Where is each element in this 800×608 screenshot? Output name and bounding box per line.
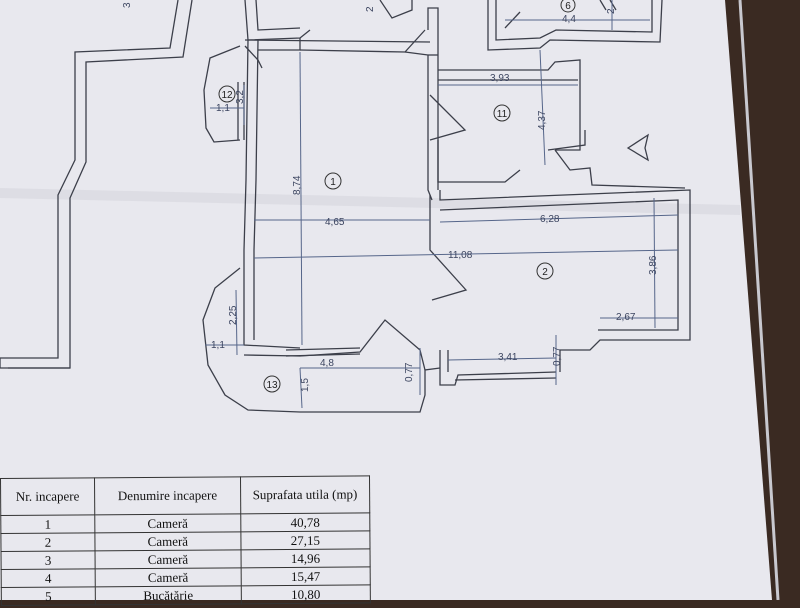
dim-0-77-left: 0,77 [404, 362, 415, 382]
dim-3-41: 3,41 [498, 352, 518, 363]
cell-room-number: 4 [1, 568, 96, 588]
dim-3-2: 3,2 [235, 90, 246, 104]
cell-room-name: Cameră [94, 549, 241, 569]
dim-1-1-left: 1,1 [211, 340, 225, 351]
dim-11-08: 11,08 [448, 250, 473, 261]
cell-room-name: Cameră [95, 567, 242, 587]
dim-3-86: 3,86 [648, 255, 659, 275]
cell-usable-area: 15,47 [240, 566, 371, 586]
room-number-11: 11 [497, 109, 508, 120]
room-6-outline [487, 0, 663, 51]
left-wall-outline [0, 0, 179, 368]
room-label-2-circle [536, 262, 554, 280]
room-2-outline [439, 189, 691, 351]
paper-fold-shadow [0, 188, 740, 215]
dim-2-25: 2,25 [228, 305, 239, 325]
room-number-2: 2 [542, 267, 548, 278]
cell-usable-area: 10,80 [241, 584, 371, 604]
room-number-13: 13 [266, 380, 278, 391]
cell-room-name: Cameră [94, 531, 241, 551]
dim-3-93: 3,93 [490, 73, 510, 84]
cell-usable-area: 14,96 [240, 548, 371, 568]
header-room-number: Nr. incapere [0, 477, 95, 516]
dim-3-top: 3 [122, 2, 133, 8]
room-area-table: Nr. incapere Denumire incapere Suprafata… [0, 475, 371, 606]
table-header-row: Nr. incapere Denumire incapere Suprafata… [0, 475, 370, 516]
cell-usable-area: 40,78 [240, 512, 370, 532]
room-number-1: 1 [330, 177, 336, 188]
room-label-11-circle [493, 104, 511, 122]
room-12-bay [203, 45, 241, 143]
dim-4-65: 4,65 [325, 217, 345, 228]
dim-6-28: 6,28 [540, 214, 560, 225]
room-label-1-circle [324, 172, 342, 190]
dim-4-4: 4,4 [562, 14, 576, 25]
cell-usable-area: 27,15 [240, 530, 371, 550]
header-room-name: Denumire incapere [94, 476, 241, 515]
room-label-12-circle [218, 85, 236, 103]
room-1-outline [243, 39, 301, 349]
dim-2-67: 2,67 [616, 312, 636, 323]
north-arrow-icon [626, 133, 650, 162]
room-number-12: 12 [221, 90, 233, 101]
dim-1-1-bay: 1,1 [216, 103, 230, 114]
dim-0-77-right: 0,77 [552, 346, 563, 366]
room-area-table-container: Nr. incapere Denumire incapere Suprafata… [0, 475, 371, 608]
dim-2-top-left: 2 [365, 6, 376, 12]
cell-room-number: 3 [1, 550, 96, 570]
room-label-13-circle [263, 375, 281, 393]
cell-room-name: Cameră [94, 513, 241, 533]
dim-4-8: 4,8 [320, 358, 334, 369]
dim-8-74: 8,74 [292, 175, 303, 195]
room-label-6-circle [560, 0, 576, 13]
room-11-outline [438, 59, 581, 151]
cell-room-number: 5 [1, 586, 96, 606]
header-usable-area: Suprafata utila (mp) [240, 475, 370, 514]
cell-room-name: Bucătărie [95, 585, 242, 605]
room-13-balcony [202, 267, 441, 413]
cell-room-number: 2 [0, 532, 95, 552]
cell-room-number: 1 [0, 514, 95, 534]
dim-4-37: 4,37 [537, 110, 548, 130]
dim-2-top-right: 2 [606, 8, 617, 14]
table-row: 5 Bucătărie 10,80 [1, 584, 371, 606]
dim-1-5: 1,5 [300, 378, 311, 392]
room-number-6: 6 [565, 1, 571, 12]
